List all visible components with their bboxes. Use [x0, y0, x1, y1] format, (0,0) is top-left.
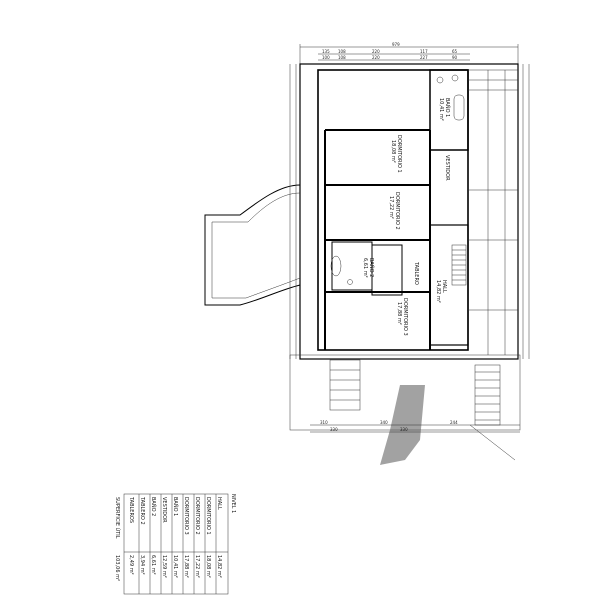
bottom-dim-3: 244	[450, 420, 458, 425]
toilet-2	[347, 279, 353, 285]
legend-row-label: VESTIDOR	[161, 497, 167, 523]
top-dim2-5: 90	[452, 55, 458, 60]
terrace-outline	[204, 184, 301, 306]
fixtures	[330, 74, 465, 285]
top-dim-2: 108	[338, 49, 346, 54]
bottom-dim2-2: 330	[400, 427, 408, 432]
exterior-lower: 310 340 244 330 330	[289, 354, 521, 465]
legend-row-label: HALL	[216, 497, 222, 510]
legend-row-value: 12,59 m²	[161, 555, 167, 578]
room-labels: DORMITORIO 1 18,08 m² DORMITORIO 2 17,22…	[362, 98, 451, 336]
room-area-bano-2: 6,61 m²	[362, 258, 368, 278]
room-label-dormitorio-3: DORMITORIO 3	[402, 298, 408, 336]
legend-row-label: BAÑO 1	[172, 497, 179, 516]
legend-row-value: 6,61 m²	[150, 555, 156, 575]
side-dimensions	[289, 64, 530, 359]
walls	[299, 63, 519, 360]
room-label-dormitorio-1: DORMITORIO 1	[396, 135, 402, 173]
top-dim-3: 220	[372, 49, 380, 54]
legend-row-label: DORMITORIO 2	[194, 497, 200, 535]
room-label-bano-2: BAÑO 2	[368, 258, 375, 277]
toilet-1	[436, 76, 444, 84]
legend-row-label: DORMITORIO 3	[183, 497, 189, 535]
legend-row-value: 17,22 m²	[194, 555, 200, 578]
room-label-dormitorio-2: DORMITORIO 2	[394, 192, 400, 230]
room-label-hall: HALL	[441, 280, 447, 293]
room-area-bano-1: 10,41 m²	[438, 98, 444, 121]
room-area-dormitorio-1: 18,08 m²	[390, 140, 396, 163]
room-label-vestidor: VESTIDOR	[444, 155, 450, 181]
bottom-dim2-1: 330	[330, 427, 338, 432]
room-area-hall: 14,82 m²	[435, 280, 441, 303]
legend-row-value: 18,08 m²	[205, 555, 211, 578]
legend-total-value: 103,06 m²	[114, 555, 120, 581]
top-dim2-4: 227	[420, 55, 428, 60]
top-dim2-1: 100	[322, 55, 330, 60]
top-dim-5: 65	[452, 49, 458, 54]
legend-row-value: 10,41 m²	[172, 555, 178, 578]
top-dimensions: 979 135 108 220 117 65 100 108 220 227 9…	[299, 42, 519, 70]
room-area-dormitorio-2: 17,22 m²	[388, 196, 394, 219]
stairs	[451, 244, 501, 426]
legend-row-value: 14,82 m²	[216, 555, 222, 578]
top-dim-1: 135	[322, 49, 330, 54]
bathtub-1	[453, 94, 465, 121]
room-area-dormitorio-3: 17,88 m²	[396, 302, 402, 325]
sink-1	[451, 74, 459, 82]
legend-row-label: DORMITORIO 1	[205, 497, 211, 535]
room-label-tablero: TABLERO	[413, 261, 419, 285]
top-dim-4: 117	[420, 49, 428, 54]
bottom-dim-2: 340	[380, 420, 388, 425]
top-dim2-3: 220	[372, 55, 380, 60]
top-dim2-2: 108	[338, 55, 346, 60]
legend-row-value: 3,94 m²	[139, 555, 145, 575]
bottom-dim-1: 310	[320, 420, 328, 425]
legend-row-value: 2,49 m²	[128, 555, 134, 575]
legend-row-label: TABLERO 2	[139, 496, 145, 525]
bathtub-2	[330, 255, 342, 277]
room-label-bano-1: BAÑO 1	[444, 98, 451, 117]
legend-row-value: 17,88 m²	[183, 555, 189, 578]
area-legend: NIVEL 1 HALL 14,82 m² DORMITORIO 1 18,08…	[114, 493, 236, 595]
legend-row-label: TABLEROS	[128, 496, 134, 523]
legend-title: NIVEL 1	[230, 494, 236, 513]
overall-width-dim: 979	[392, 42, 400, 47]
legend-row-label: BAÑO 2	[150, 497, 157, 516]
legend-total-label: SUPERFICIE ÚTIL	[114, 497, 121, 539]
